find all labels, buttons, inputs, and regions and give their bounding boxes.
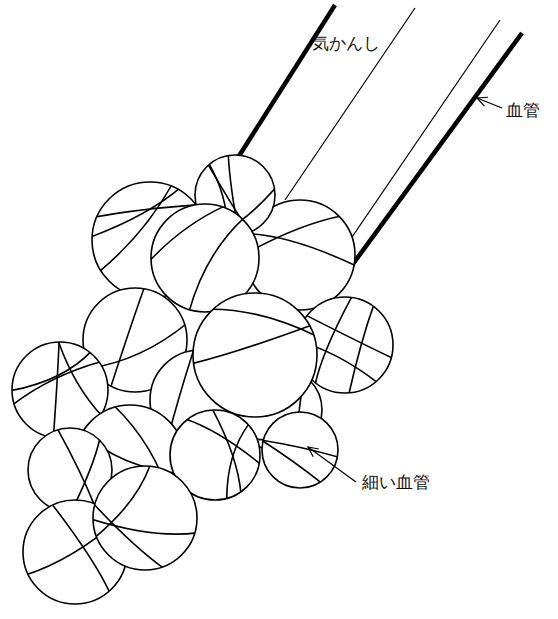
vessel-wall — [335, 20, 500, 262]
part-label: 細い血管 — [362, 472, 430, 492]
capillary-line — [10, 351, 92, 391]
capillary-line — [58, 340, 103, 417]
part-label: 血管 — [506, 100, 540, 120]
capillary-line — [349, 304, 375, 395]
leader-line — [477, 98, 502, 108]
capillary-line — [191, 325, 313, 364]
alveolus — [90, 464, 197, 570]
capillary-line — [94, 464, 151, 538]
capillary-line — [212, 408, 241, 495]
leader-line — [308, 447, 356, 482]
capillary-line — [246, 234, 356, 267]
part-label: 気かんし — [312, 33, 380, 53]
capillary-line — [57, 428, 95, 506]
leader-arrowhead — [308, 447, 319, 457]
bronchiole-wall — [285, 8, 415, 200]
capillary-line — [261, 440, 322, 483]
leader-arrowhead — [477, 97, 488, 106]
capillary-line — [110, 286, 144, 388]
capillary-line — [261, 440, 339, 457]
bronchiole-wall — [225, 5, 335, 178]
capillary-line — [305, 315, 394, 359]
capillary-line — [53, 340, 59, 440]
vessel-wall — [350, 33, 522, 268]
alveolus — [261, 412, 339, 488]
alveolus — [191, 293, 318, 417]
capillary-line — [315, 295, 353, 385]
capillary-line — [227, 423, 250, 501]
capillary-line — [93, 503, 165, 569]
